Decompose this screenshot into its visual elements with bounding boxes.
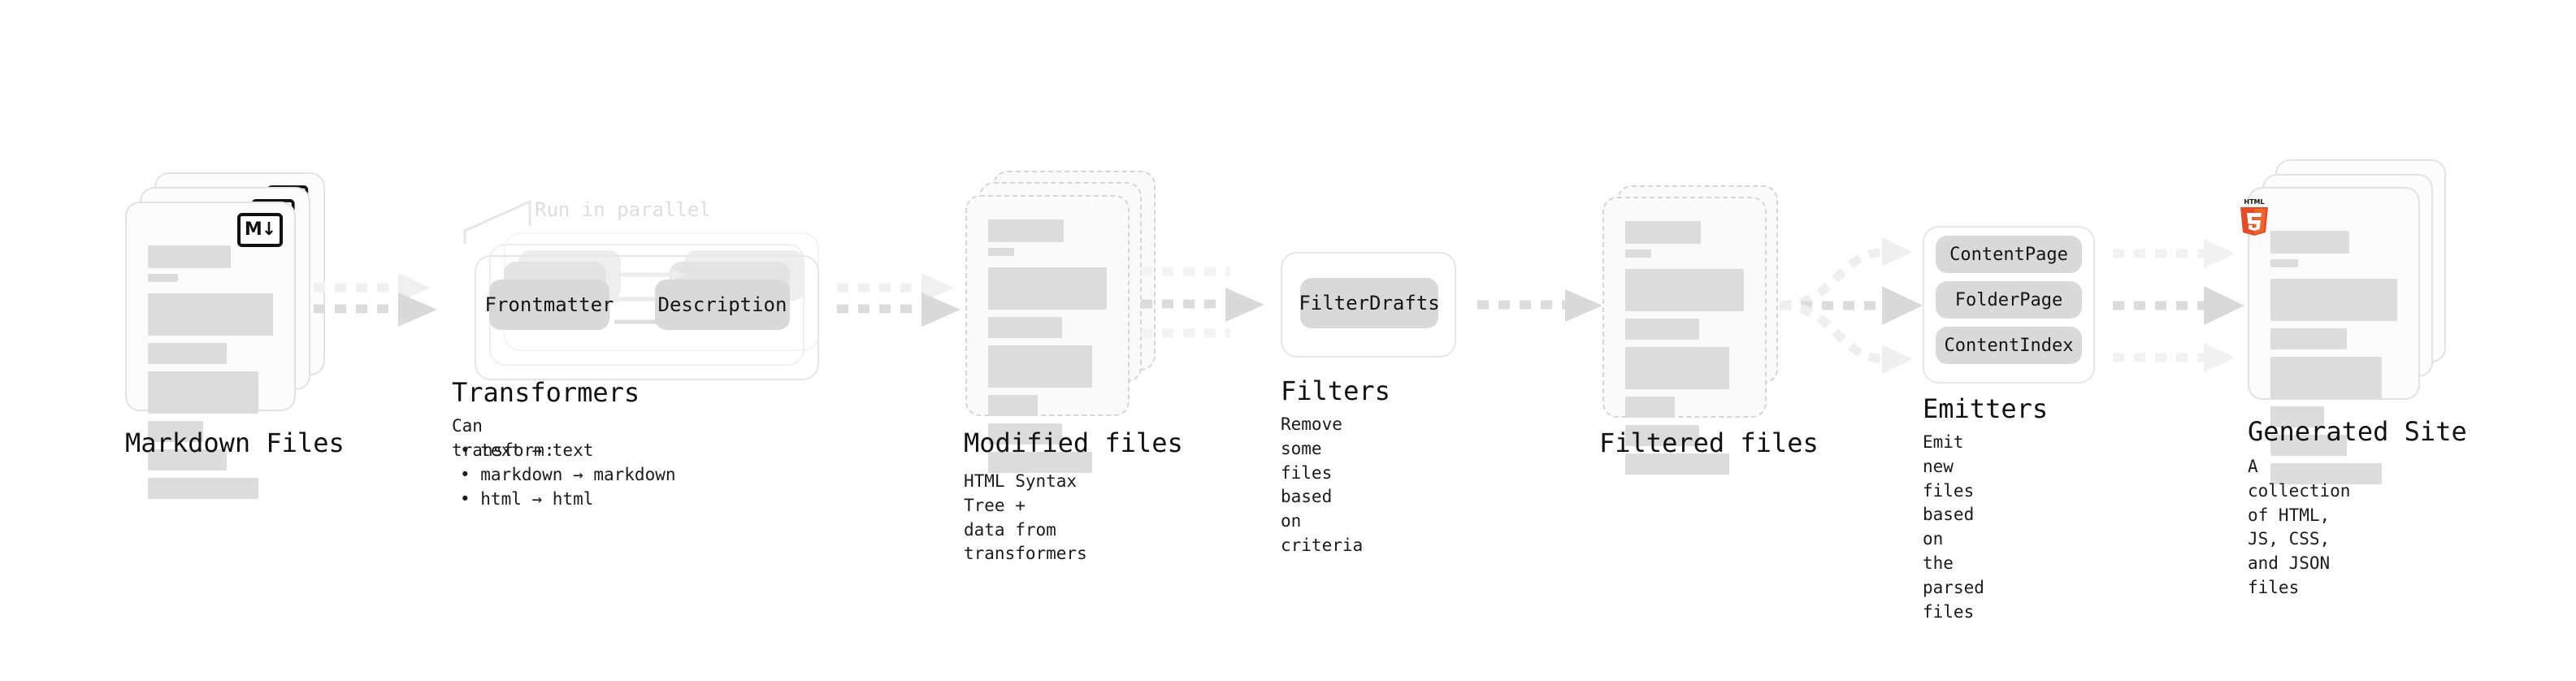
html5-icon: HTML [2236,197,2272,237]
filters-description: Remove some files based on criteria [1281,414,1364,556]
transformer-pill-frontmatter[interactable]: Frontmatter [485,280,614,330]
connector-filtered-files-to-emitters [1779,237,1923,374]
connector-modified-files-to-filters [1141,267,1264,338]
generated-site-description: A collection of HTML, JS, CSS, and JSON … [2248,457,2351,598]
skeleton-bar [988,317,1062,338]
connector-emitters-to-generated-site [2113,239,2244,372]
connector-transformers-to-modified-files [837,273,961,327]
skeleton-bar [1625,319,1699,340]
run-in-parallel-label: Run in parallel [535,198,711,221]
skeleton-bar [988,267,1107,310]
emitter-pill-contentindex[interactable]: ContentIndex [1936,327,2082,364]
skeleton-bar [148,421,203,442]
filters-frame [1281,252,1456,358]
transformers-frame [475,255,819,380]
svg-text:HTML: HTML [2244,198,2264,206]
skeleton-bar [1625,453,1730,475]
stage-label-modified-files: Modified files [964,427,1183,458]
skeleton-bar [148,449,228,471]
connector-filters-to-filtered-files [1477,289,1602,322]
skeleton-bar [148,371,258,414]
markdown-card-skeleton [148,245,273,506]
skeleton-bar [988,452,1093,473]
emitter-pill-contentpage[interactable]: ContentPage [1936,236,2082,273]
modified-files-description: HTML Syntax Tree + data from transformer… [964,471,1087,564]
skeleton-bar [2270,231,2349,254]
skeleton-bar [148,343,228,364]
stage-label-filters: Filters [1281,375,1390,406]
markdown-card-front[interactable]: M↓ [125,202,296,499]
skeleton-bar [148,293,273,336]
generated-card-front[interactable]: HTML [2240,187,2420,484]
skeleton-bar [148,245,231,268]
skeleton-bar [2270,259,2299,267]
run-in-parallel-bracket [463,200,531,244]
filter-pill-filterdrafts[interactable]: FilterDrafts [1299,278,1440,328]
stage-label-markdown-files: Markdown Files [125,427,345,458]
skeleton-bar [148,274,178,282]
skeleton-bar [988,248,1015,256]
filtered-card-skeleton [1625,221,1744,482]
skeleton-bar [2270,357,2383,399]
skeleton-bar [2270,406,2324,427]
generated-card-skeleton [2270,231,2397,492]
skeleton-bar [988,345,1093,388]
transformers-bullet-1: • markdown → markdown [460,465,676,484]
transformers-bullet-0: • text → text [460,440,594,460]
stage-label-filtered-files: Filtered files [1599,427,1819,458]
skeleton-bar [2270,279,2397,321]
emitter-pill-folderpage[interactable]: FolderPage [1936,281,2082,319]
stage-label-emitters: Emitters [1923,393,2049,424]
skeleton-bar [2270,328,2347,349]
skeleton-bar [988,423,1062,445]
transformer-pill-description[interactable]: Description [655,280,790,330]
skeleton-bar [1625,249,1652,258]
skeleton-bar [2270,463,2383,484]
emitters-description: Emit new files based on the parsed files [1923,432,1984,622]
stage-label-transformers: Transformers [452,377,640,408]
stage-label-generated-site: Generated Site [2248,416,2467,447]
skeleton-bar [148,478,258,499]
filtered-card-front[interactable] [1602,197,1767,475]
skeleton-bar [1625,221,1702,244]
connector-markdown-to-transformers [314,273,437,327]
skeleton-bar [988,395,1039,416]
skeleton-bar [1625,425,1699,446]
transformers-description: Can transform: [452,416,555,460]
skeleton-bar [988,219,1065,242]
modified-card-front[interactable] [965,195,1130,473]
modified-card-skeleton [988,219,1107,480]
skeleton-bar [1625,269,1744,311]
emitters-frame [1923,226,2095,384]
markdown-icon: M↓ [237,213,283,247]
transformers-bullet-2: • html → html [460,489,594,509]
skeleton-bar [1625,347,1730,389]
skeleton-bar [2270,435,2347,456]
skeleton-bar [1625,397,1676,418]
